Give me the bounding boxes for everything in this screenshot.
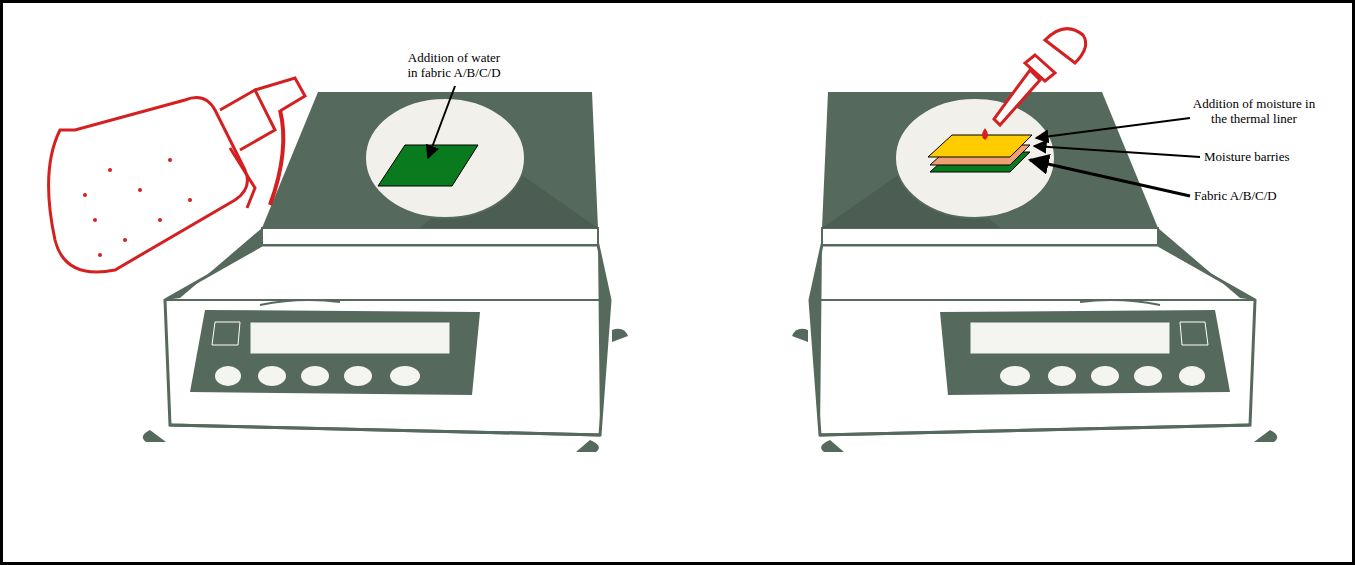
annotation-label: Addition of moisture in the thermal line… [1192, 96, 1316, 126]
annotation-label: Addition of water in fabric A/B/C/D [402, 50, 506, 80]
annotation-label: Moisture barries [1204, 149, 1290, 164]
annotation-label: Fabric A/B/C/D [1194, 188, 1277, 203]
